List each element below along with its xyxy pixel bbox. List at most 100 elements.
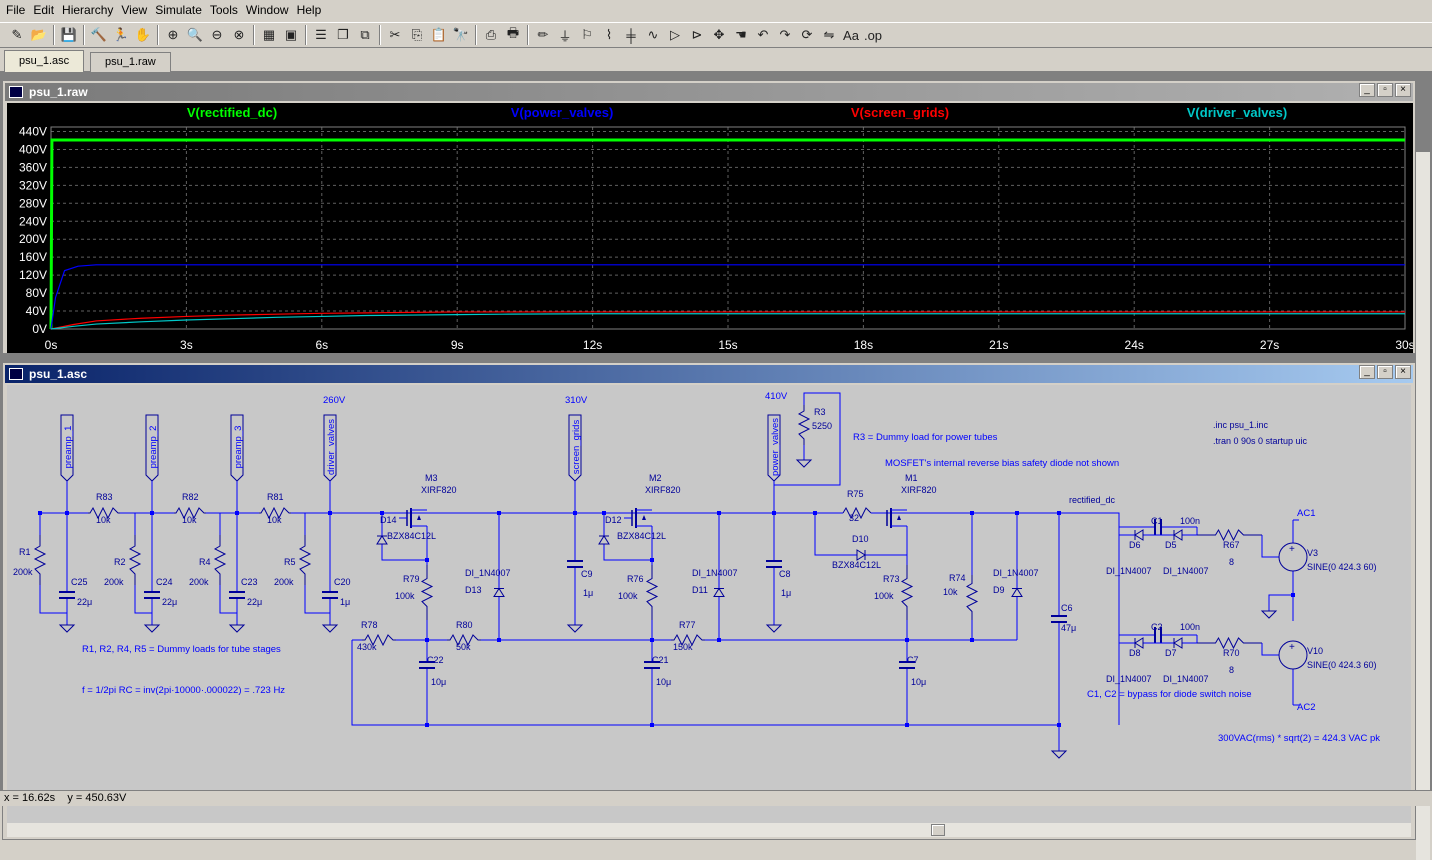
schematic-label: R75 (847, 489, 864, 499)
close-button[interactable]: × (1395, 365, 1411, 379)
paste-icon[interactable]: 📋 (428, 24, 450, 46)
schematic-label: R83 (96, 492, 113, 502)
close-windows-icon[interactable]: ⧉ (354, 24, 376, 46)
resistor-symbol (215, 535, 225, 585)
schematic-label: XIRF820 (901, 485, 937, 495)
restore-button[interactable]: ▫ (1377, 365, 1393, 379)
vertical-scrollbar[interactable] (1416, 152, 1430, 860)
tab-psu-asc[interactable]: psu_1.asc (4, 50, 84, 72)
net-label: driver_valves (326, 419, 337, 475)
zoom-in-icon[interactable]: ⊕ (162, 24, 184, 46)
schematic-label: V3 (1307, 548, 1318, 558)
menu-simulate[interactable]: Simulate (151, 0, 206, 20)
schematic-label: R5 (284, 557, 296, 567)
find-icon[interactable]: 🔭 (450, 24, 472, 46)
print-icon[interactable]: 🖶 (502, 24, 524, 46)
schematic-label: D5 (1165, 540, 1177, 550)
diode-symbol (1174, 530, 1182, 540)
waveform-window-title: psu_1.raw (29, 85, 88, 99)
junction (905, 638, 909, 642)
diode-icon[interactable]: ▷ (664, 24, 686, 46)
label-icon[interactable]: ⚐ (576, 24, 598, 46)
new-schematic-icon[interactable]: ✎ (6, 24, 28, 46)
minimize-button[interactable]: _ (1359, 83, 1375, 97)
cut-icon[interactable]: ✂ (384, 24, 406, 46)
control-panel-icon[interactable]: 🔨 (88, 24, 110, 46)
capacitor-icon[interactable]: ╪ (620, 24, 642, 46)
ground-icon[interactable]: ⏚ (554, 24, 576, 46)
schematic-label: R82 (182, 492, 199, 502)
restore-button[interactable]: ▫ (1377, 83, 1393, 97)
junction (425, 638, 429, 642)
x-tick-label: 12s (583, 338, 602, 352)
menu-help[interactable]: Help (293, 0, 326, 20)
drag-icon[interactable]: ☚ (730, 24, 752, 46)
menu-window[interactable]: Window (242, 0, 293, 20)
redo-icon[interactable]: ↷ (774, 24, 796, 46)
resistor-icon[interactable]: ⌇ (598, 24, 620, 46)
schematic-label: 200k (104, 577, 124, 587)
menu-hierarchy[interactable]: Hierarchy (58, 0, 117, 20)
close-button[interactable]: × (1395, 83, 1411, 97)
ground-symbol (767, 625, 781, 632)
schematic-label: R80 (456, 620, 473, 630)
schematic-label: DI_1N4007 (1163, 566, 1209, 576)
component-icon[interactable]: ⊳ (686, 24, 708, 46)
autorange-icon[interactable]: ▦ (258, 24, 280, 46)
menu-view[interactable]: View (117, 0, 151, 20)
cascade-icon[interactable]: ❐ (332, 24, 354, 46)
schematic-label: 22μ (247, 597, 262, 607)
inductor-icon[interactable]: ∿ (642, 24, 664, 46)
spice-directive-icon[interactable]: .op (862, 24, 884, 46)
horizontal-scrollbar[interactable] (7, 823, 1411, 837)
schematic-label: D14 (380, 515, 397, 525)
resistor-symbol (647, 565, 657, 620)
minimize-button[interactable]: _ (1359, 365, 1375, 379)
rotate-icon[interactable]: ⟳ (796, 24, 818, 46)
zoom-pan-icon[interactable]: 🔍 (184, 24, 206, 46)
schematic-label: 310V (565, 395, 588, 406)
schematic-label: R70 (1223, 648, 1240, 658)
ground-symbol (60, 625, 74, 632)
print-setup-icon[interactable]: ⎙ (480, 24, 502, 46)
waveform-window-titlebar[interactable]: psu_1.raw (5, 83, 1413, 101)
mirror-icon[interactable]: ⇋ (818, 24, 840, 46)
schematic-label: C1 (1151, 516, 1163, 526)
open-icon[interactable]: 📂 (28, 24, 50, 46)
move-icon[interactable]: ✥ (708, 24, 730, 46)
run-icon[interactable]: 🏃 (110, 24, 132, 46)
copy-icon[interactable]: ⎘ (406, 24, 428, 46)
halt-icon[interactable]: ✋ (132, 24, 154, 46)
x-tick-label: 6s (315, 338, 328, 352)
tile-horizontal-icon[interactable]: ☰ (310, 24, 332, 46)
wire (774, 393, 840, 513)
undo-icon[interactable]: ↶ (752, 24, 774, 46)
schematic-label: .inc psu_1.inc (1213, 420, 1269, 430)
schematic-label: 410V (765, 391, 788, 402)
resistor-symbol (130, 535, 140, 585)
text-icon[interactable]: Aa (840, 24, 862, 46)
schematic-label: f = 1/2pi RC = inv(2pi·10000·.000022) = … (82, 685, 285, 696)
schematic-label: .tran 0 90s 0 startup uic (1213, 436, 1308, 446)
fit-icon[interactable]: ▣ (280, 24, 302, 46)
cursor-y-readout: y = 450.63V (67, 792, 126, 804)
save-icon[interactable]: 💾 (58, 24, 80, 46)
scroll-thumb[interactable] (931, 824, 945, 836)
zoom-out-icon[interactable]: ⊖ (206, 24, 228, 46)
wire-icon[interactable]: ✏ (532, 24, 554, 46)
tab-psu-raw[interactable]: psu_1.raw (90, 52, 171, 72)
menu-file[interactable]: File (2, 0, 29, 20)
diode-symbol (1174, 638, 1182, 648)
legend-Vrectified_dc: V(rectified_dc) (187, 105, 277, 120)
schematic-label: BZX84C12L (832, 560, 881, 570)
schematic-label: C23 (241, 577, 258, 587)
schematic-window-titlebar[interactable]: psu_1.asc (5, 365, 1413, 383)
wire (352, 640, 1059, 725)
menu-edit[interactable]: Edit (29, 0, 58, 20)
resistor-symbol (422, 565, 432, 620)
zoom-cancel-icon[interactable]: ⊗ (228, 24, 250, 46)
menu-tools[interactable]: Tools (206, 0, 242, 20)
